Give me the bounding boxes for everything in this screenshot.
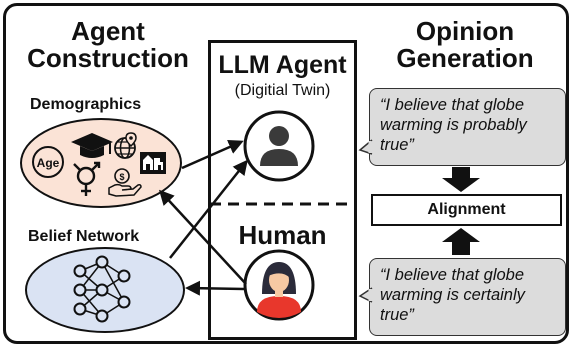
demographics-label: Demographics [30, 96, 142, 113]
opinion-generation-title: Opinion Generation [365, 16, 565, 74]
arrow-human-to-belief [185, 280, 245, 296]
llm-agent-title: LLM Agent [218, 51, 347, 79]
opinion-generation-title-line2: Generation [396, 43, 534, 74]
agent-construction-title-line1: Agent [71, 16, 145, 46]
bubble-human-line2: warming is certainly [380, 286, 525, 305]
opinion-generation-title-line1: Opinion [415, 16, 515, 46]
bubble-human-line1: “I believe that globe [380, 266, 525, 284]
outer-frame [3, 3, 569, 344]
agent-construction-title-line2: Construction [27, 43, 189, 74]
llm-agent-box [208, 40, 357, 340]
bubble-llm-line1: “I believe that globe [380, 96, 525, 114]
woman-avatar-icon [243, 249, 315, 321]
gender-icon [73, 161, 101, 196]
globe-icon [114, 132, 137, 159]
bubble-llm-tail [358, 139, 373, 155]
age-icon-text: Age [37, 156, 60, 170]
bubble-human-tail [358, 287, 373, 303]
svg-text:$: $ [119, 172, 124, 182]
arrow-human-to-demographics [158, 189, 247, 285]
person-silhouette-icon [243, 110, 315, 182]
arrow-demographics-to-agent [181, 139, 244, 170]
block-arrow-up [442, 228, 480, 255]
alignment-box: Alignment [371, 194, 562, 226]
opinion-bubble-llm: “I believe that globe warming is probabl… [369, 88, 566, 166]
arrow-belief-to-agent [169, 159, 248, 259]
graduation-cap-icon [71, 133, 113, 158]
llm-agent-subtitle: (Digitial Twin) [234, 82, 331, 99]
belief-network-label: Belief Network [28, 228, 140, 245]
bubble-llm-line2: warming is probably [380, 116, 527, 135]
opinion-bubble-human: “I believe that globe warming is certain… [369, 258, 566, 336]
neural-network-icon [73, 255, 131, 323]
house-icon [140, 152, 166, 174]
block-arrow-down [442, 167, 480, 192]
human-label: Human [238, 220, 327, 250]
age-icon: Age [32, 146, 64, 178]
bubble-human-line3: true” [380, 306, 414, 325]
bubble-llm-line3: true” [380, 136, 414, 155]
agent-construction-title: Agent Construction [18, 16, 198, 74]
money-hand-icon: $ [108, 168, 142, 197]
